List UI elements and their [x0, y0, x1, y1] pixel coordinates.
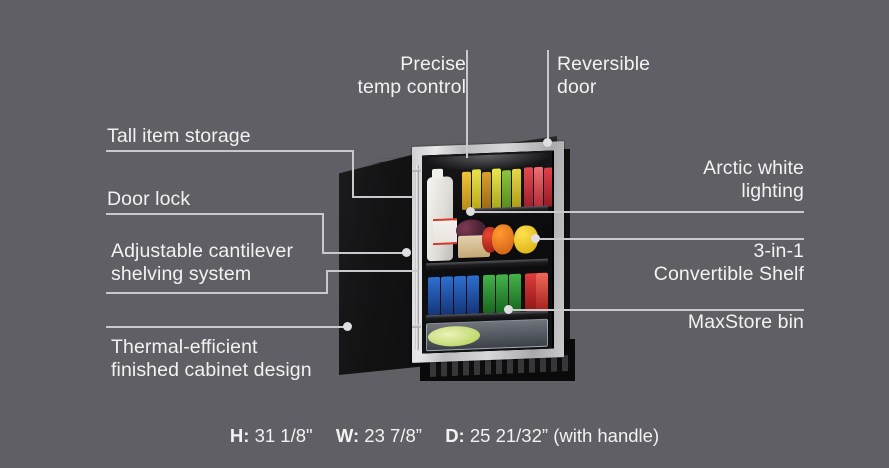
dimension-width-label: W:	[335, 425, 360, 446]
callout-door-lock: Door lock	[107, 188, 191, 210]
leader-dot-door-lock	[402, 248, 411, 257]
leader-dot-reversible-door	[543, 138, 552, 147]
callout-adjustable-cantilever-shelving-system: Adjustable cantilever shelving system	[111, 240, 294, 285]
leader-convertible-shelf-h	[540, 238, 804, 240]
leader-dot-maxstore-bin	[504, 305, 513, 314]
callout-thermal-efficient-finished-cabinet-design: Thermal-efficient finished cabinet desig…	[111, 336, 312, 381]
refrigerator-product-image	[330, 133, 582, 393]
leader-door-lock-h2	[322, 252, 406, 254]
callout-reversible-door: Reversible door	[557, 53, 651, 98]
door-handle-bracket-bottom	[412, 324, 421, 328]
leader-tall-item-storage-v	[352, 150, 354, 197]
leader-reversible-door	[547, 50, 549, 142]
beverage-bottles-row	[462, 165, 552, 210]
door-handle-bracket-top	[412, 168, 421, 172]
leader-dot-arctic-white-lighting	[466, 207, 475, 216]
leader-thermal-efficient-h	[106, 326, 346, 328]
callout-tall-item-storage: Tall item storage	[107, 125, 251, 147]
leader-adjustable-shelving-h1	[106, 292, 328, 294]
dimensions-line: H: 31 1/8" W: 23 7/8” D: 25 21/32” (with…	[0, 425, 889, 447]
refrigerator-interior	[422, 150, 552, 354]
leader-precise-temp-control	[466, 50, 468, 158]
leader-door-lock-v	[322, 213, 324, 253]
dimension-width-value: 23 7/8”	[364, 425, 422, 446]
leader-maxstore-bin-h	[513, 309, 804, 311]
milk-jug-label	[433, 218, 457, 246]
dimension-height-value: 31 1/8"	[254, 425, 313, 446]
dimension-depth-value: 25 21/32”	[469, 425, 549, 446]
callout-maxstore-bin: MaxStore bin	[687, 311, 804, 333]
callout-3-in-1-convertible-shelf: 3-in-1 Convertible Shelf	[653, 240, 804, 285]
callout-arctic-white-lighting: Arctic white lighting	[703, 157, 804, 202]
leader-adjustable-shelving-v	[326, 271, 328, 293]
leader-door-lock-h1	[106, 213, 324, 215]
leader-tall-item-storage-h2	[352, 196, 414, 198]
leader-adjustable-shelving-h2	[326, 270, 418, 272]
dimension-depth-note: (with handle)	[553, 425, 660, 446]
leader-arctic-white-lighting-h	[474, 211, 804, 213]
leader-dot-convertible-shelf	[531, 234, 540, 243]
dimension-depth-label: D:	[445, 425, 465, 446]
leader-tall-item-storage-h1	[106, 150, 354, 152]
dimension-height-label: H:	[229, 425, 250, 446]
leader-dot-thermal-efficient	[343, 322, 352, 331]
callout-precise-temp-control: Precise temp control	[357, 53, 466, 98]
